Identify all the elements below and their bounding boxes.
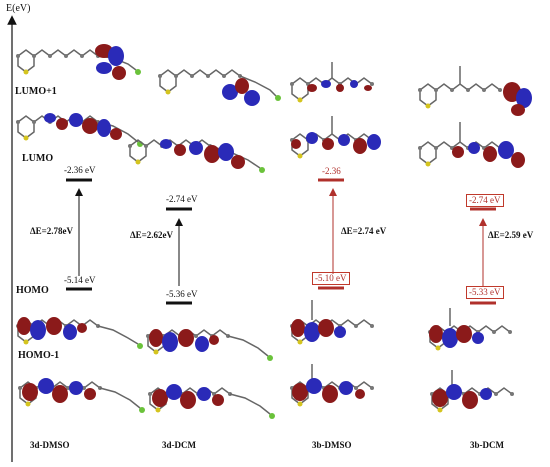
label-lumo: LUMO [22, 153, 54, 164]
lumo-energy-3b-dmso: -2.36 [322, 166, 341, 176]
column-label-3d-dcm: 3d-DCM [162, 440, 196, 450]
homo-minus-1-orbital-3d-dmso [17, 378, 145, 413]
lumo-plus-1-orbital-3b-dcm [417, 66, 532, 116]
column-3d-dcm [127, 69, 281, 419]
homo-minus-1-orbital-3d-dcm [147, 384, 275, 419]
lumo-orbital-3d-dcm [127, 139, 265, 173]
gap-label-3b-dcm: ΔE=2.59 eV [488, 230, 534, 240]
column-label-3d-dmso: 3d-DMSO [30, 440, 70, 450]
column-3d-dmso [15, 44, 145, 413]
lumo-plus-1-orbital-3d-dmso [15, 44, 141, 80]
lumo-orbital-3b-dmso [289, 116, 381, 160]
lumo-orbital-3d-dmso [15, 113, 143, 147]
homo-orbital-3d-dmso [15, 317, 143, 349]
homo-minus-1-orbital-3b-dmso [289, 364, 375, 408]
lumo-energy-3b-dcm: -2.74 eV [466, 194, 504, 207]
homo-energy-3b-dmso: -5.10 eV [312, 272, 350, 285]
column-label-3b-dmso: 3b-DMSO [312, 440, 352, 450]
column-label-3b-dcm: 3b-DCM [470, 440, 504, 450]
homo-energy-3d-dmso: -5.14 eV [64, 275, 96, 285]
column-3b-dcm [417, 66, 532, 414]
gap-label-3d-dcm: ΔE=2.62eV [130, 230, 174, 240]
lumo-energy-3d-dcm: -2.74 eV [166, 194, 198, 204]
column-3b-dmso [289, 62, 381, 408]
axis-label: E(eV) [6, 3, 31, 14]
homo-orbital-3b-dmso [289, 300, 375, 346]
homo-orbital-3b-dcm [427, 308, 513, 352]
homo-orbital-3d-dcm [145, 329, 273, 361]
homo-minus-1-orbital-3b-dcm [429, 370, 515, 414]
homo-energy-3d-dcm: -5.36 eV [166, 289, 198, 299]
gap-label-3b-dmso: ΔE=2.74 eV [341, 226, 387, 236]
label-homo-minus-1: HOMO-1 [18, 350, 60, 361]
gap-label-3d-dmso: ΔE=2.78eV [30, 226, 74, 236]
label-homo: HOMO [16, 285, 49, 296]
lumo-energy-3d-dmso: -2.36 eV [64, 165, 96, 175]
lumo-orbital-3b-dcm [417, 122, 525, 168]
lumo-plus-1-orbital-3d-dcm [157, 69, 281, 106]
lumo-plus-1-orbital-3b-dmso [289, 62, 375, 104]
homo-energy-3b-dcm: -5.33 eV [466, 286, 504, 299]
label-lumo-plus-1: LUMO+1 [15, 86, 57, 97]
